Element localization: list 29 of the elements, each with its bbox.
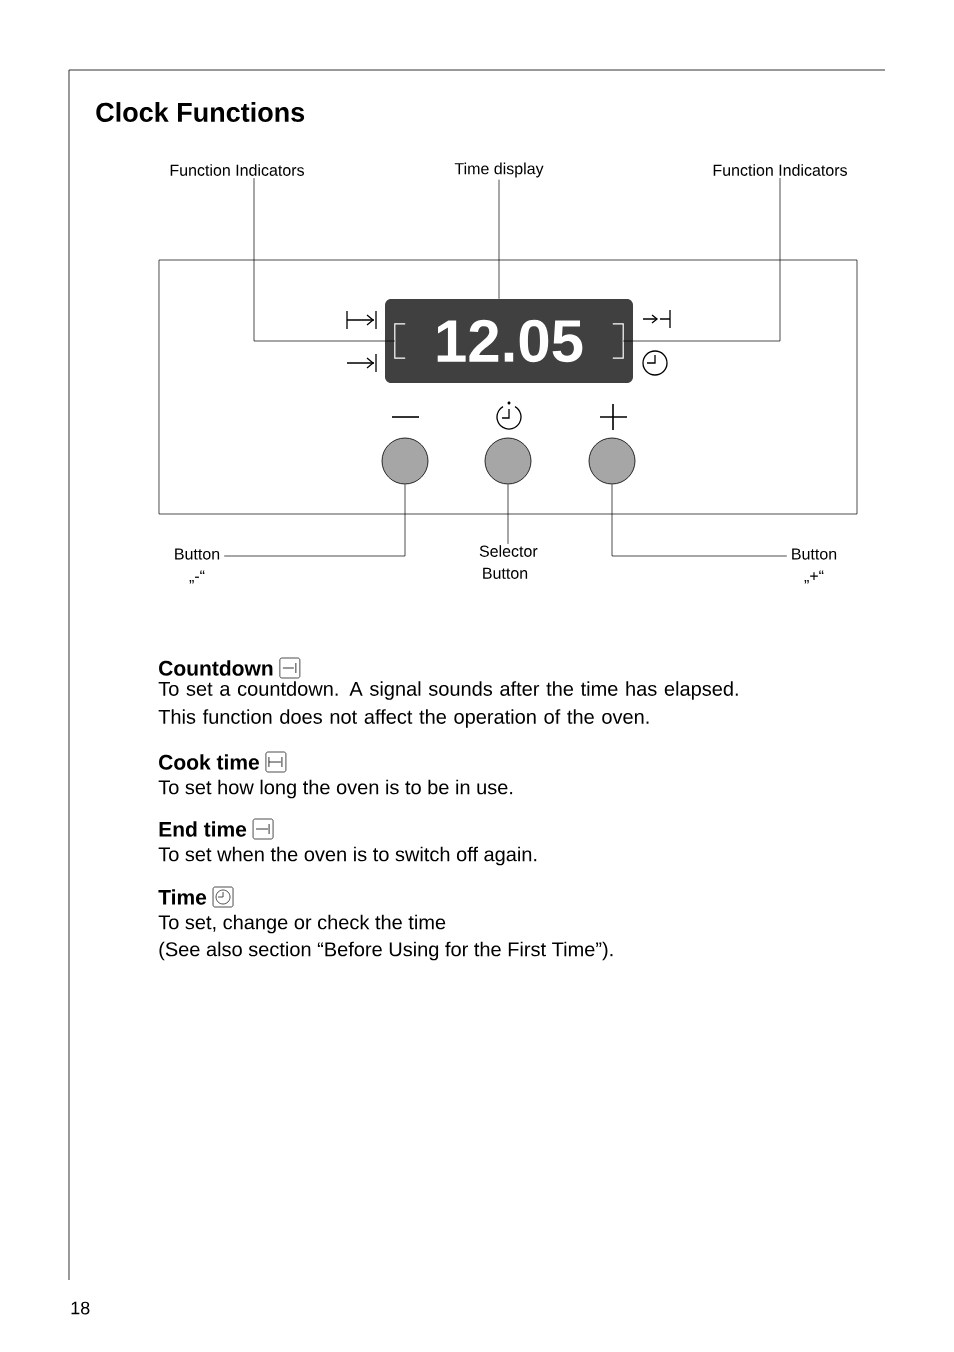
round-button	[381, 437, 429, 485]
page-number: 18	[71, 1301, 90, 1315]
body-text: To set when the oven is to switch off again.	[158, 846, 537, 866]
section-heading: Time	[158, 889, 207, 905]
time-display: 12.05	[385, 299, 633, 383]
indicator-bracket	[394, 323, 406, 359]
round-button	[588, 437, 636, 485]
leader-line	[611, 484, 788, 557]
leader-line	[223, 484, 406, 557]
section-heading: Countdown	[159, 660, 273, 676]
body-text: To set a countdown. A signal sounds after the time has elapsed. This function does not affect the operation of the oven.	[158, 681, 738, 728]
leader-line	[622, 177, 781, 342]
section-heading: Cook time	[159, 754, 259, 770]
callout-label: Selector Button	[479, 545, 538, 579]
callout-label: Time display	[454, 162, 544, 178]
leader-line	[507, 484, 509, 545]
leader-line	[253, 177, 396, 342]
indicator-bracket	[612, 323, 624, 359]
round-button	[484, 437, 532, 485]
page-title: Clock Functions	[96, 102, 305, 122]
callout-label: Button „+“	[792, 548, 837, 584]
body-text: To set, change or check the time	[158, 914, 446, 934]
body-text: (See also section “Before Using for the First Time”).	[159, 941, 613, 961]
leader-line	[498, 179, 500, 300]
callout-label: Button „-“	[175, 548, 220, 584]
section-heading: End time	[159, 821, 247, 837]
callout-label: Function Indicators	[170, 164, 304, 176]
body-text: To set how long the oven is to be in use.	[158, 779, 513, 799]
callout-label: Function Indicators	[713, 164, 847, 176]
